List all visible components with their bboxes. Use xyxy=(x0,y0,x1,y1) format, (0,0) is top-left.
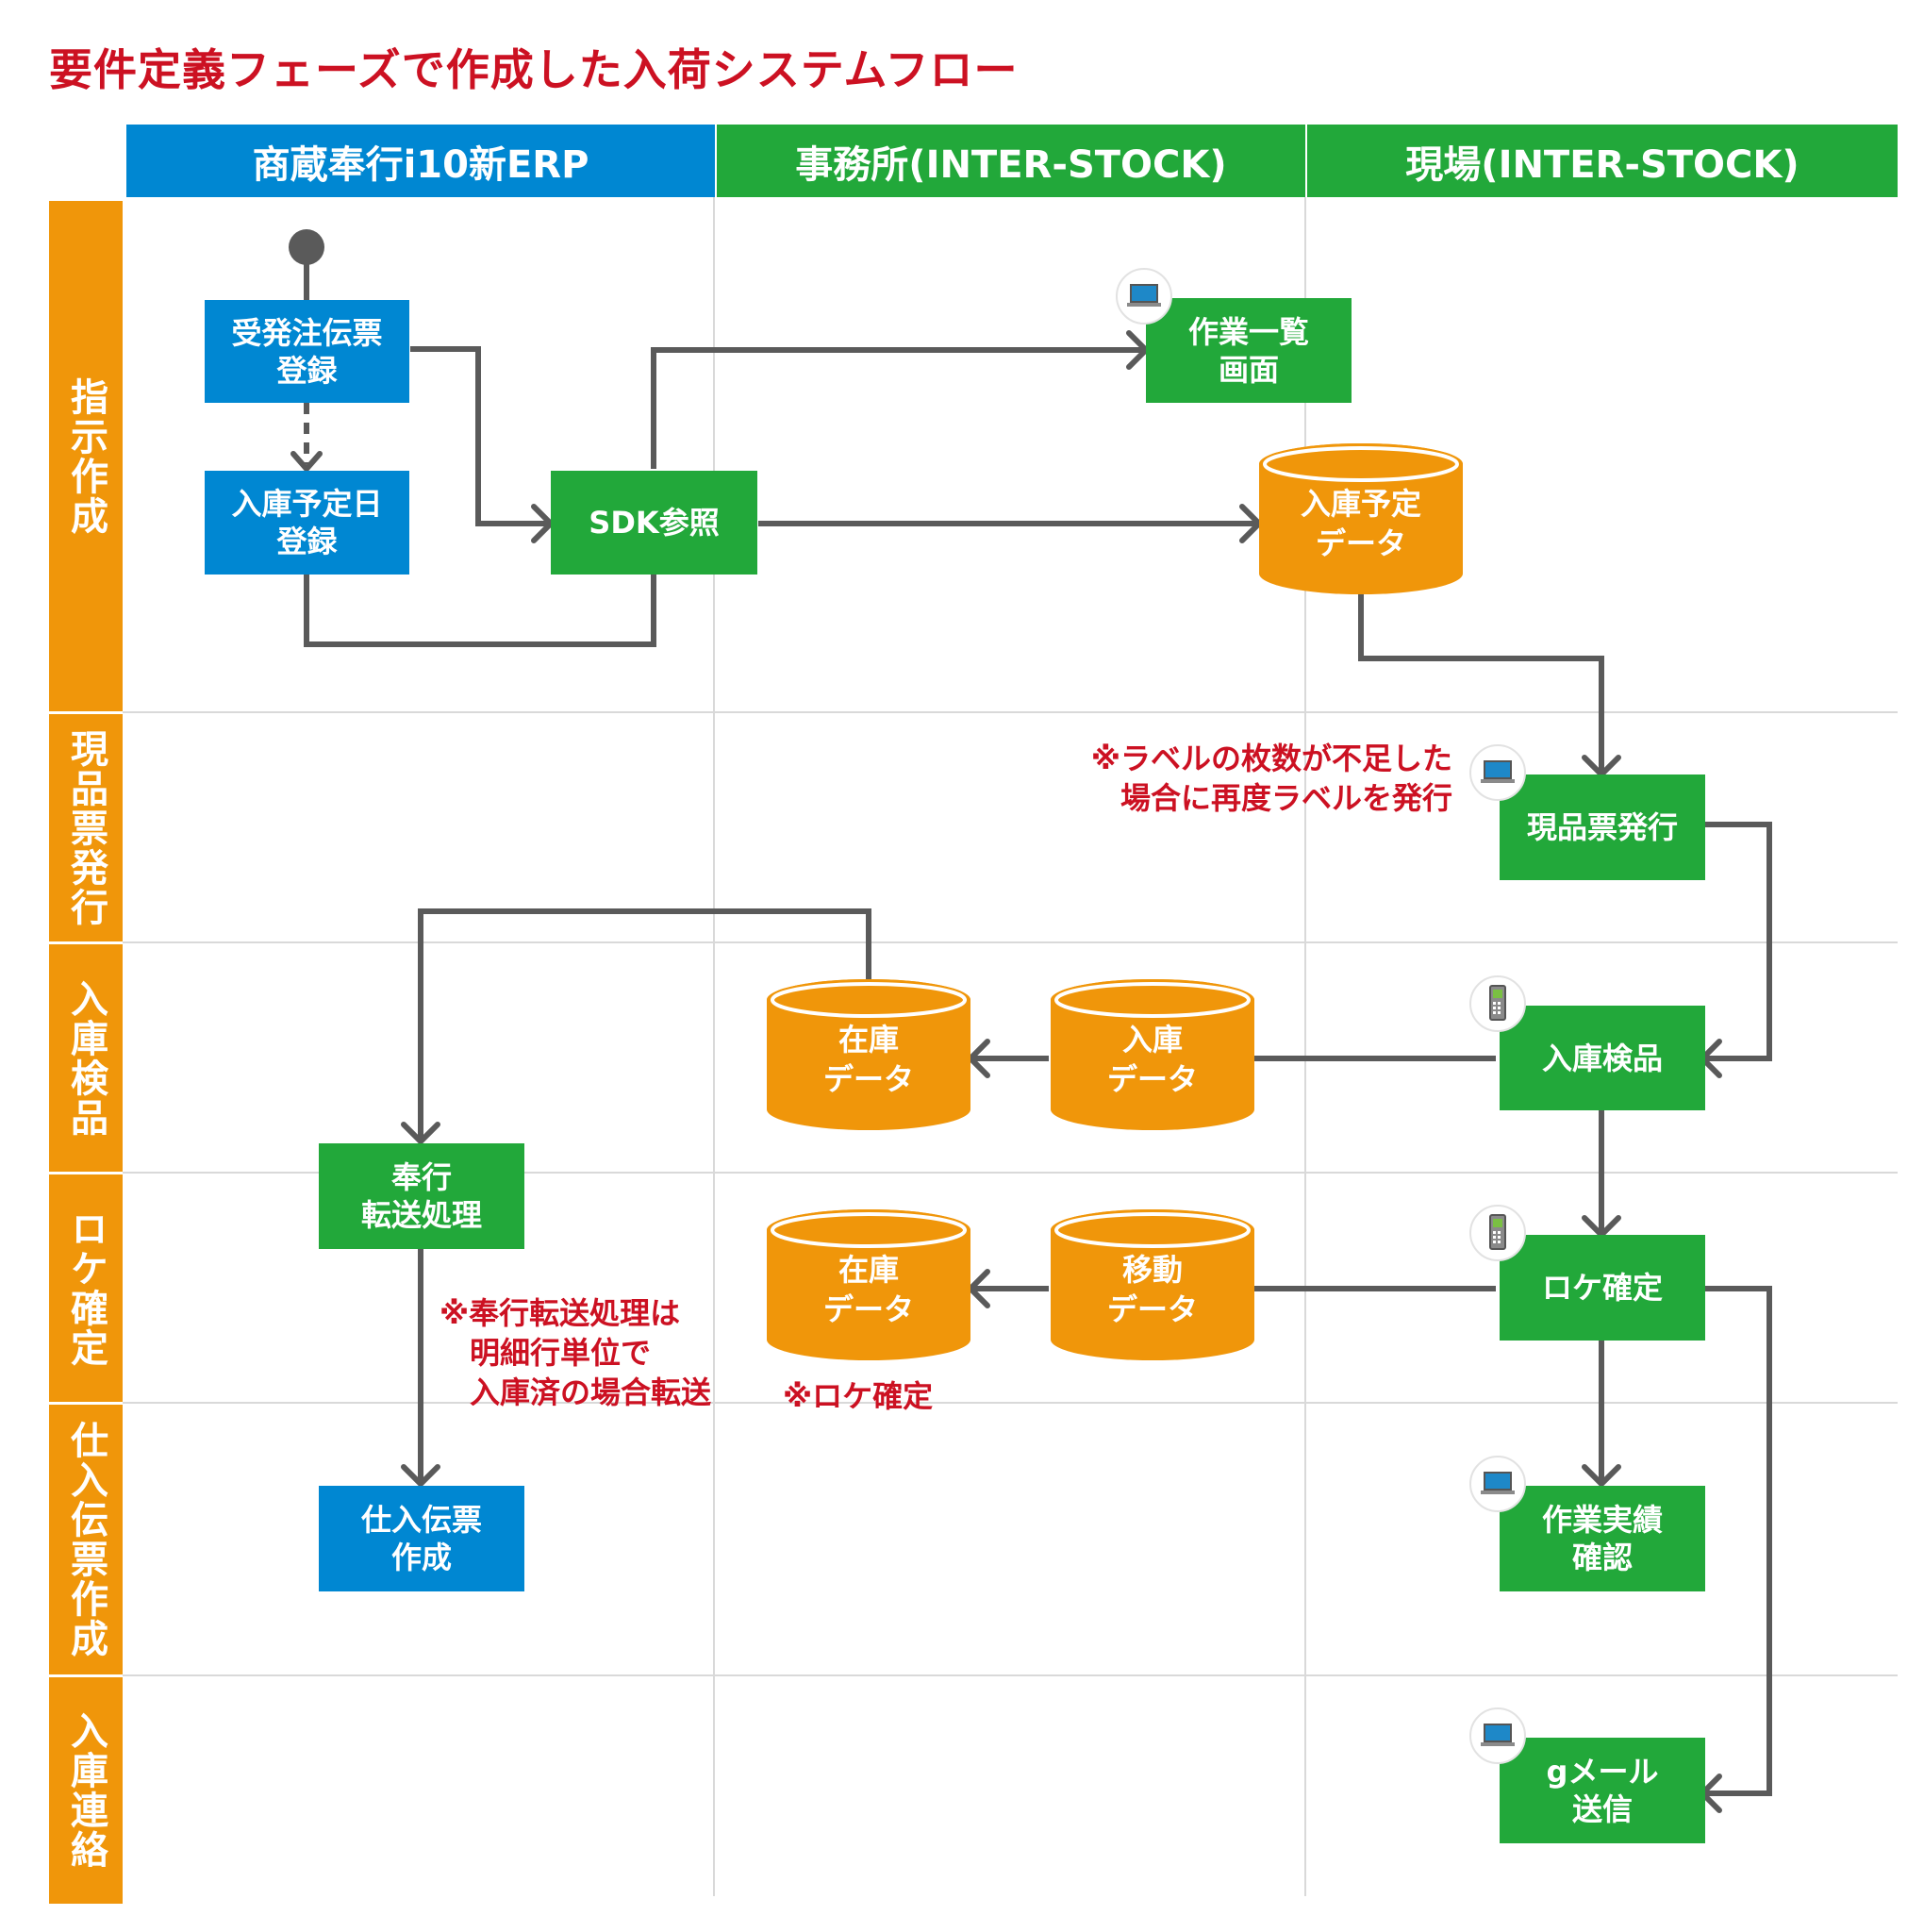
node-label-issue: 現品票発行 xyxy=(1500,774,1705,880)
node-arrival-inspection: 入庫検品 xyxy=(1500,1006,1705,1110)
laptop-icon xyxy=(1469,1456,1526,1512)
node-location-confirm: ロケ確定 xyxy=(1500,1235,1705,1341)
node-bugyo-transfer: 奉行 転送処理 xyxy=(319,1143,524,1249)
laptop-icon xyxy=(1469,744,1526,801)
row-header-inspection: 入庫検品 xyxy=(49,944,123,1172)
connector-sdk-to-worklist xyxy=(651,347,1143,469)
node-sdk-reference: SDK参照 xyxy=(551,471,757,575)
node-work-list-screen: 作業一覧 画面 xyxy=(1146,298,1352,403)
node-purchase-slip: 仕入伝票 作成 xyxy=(319,1486,524,1591)
page-title: 要件定義フェーズで作成した入荷システムフロー xyxy=(49,44,1019,95)
row-header-purchase-slip: 仕入伝票作成 xyxy=(49,1405,123,1674)
connector-inventory-to-transfer xyxy=(418,908,871,1139)
note-label-shortage: ※ラベルの枚数が不足した 場合に再度ラベルを発行 xyxy=(1090,741,1452,816)
column-header-field: 現場(INTER-STOCK) xyxy=(1307,125,1898,197)
node-work-result-check: 作業実績 確認 xyxy=(1500,1486,1705,1591)
connector-arrival-plan-to-label xyxy=(1358,592,1604,772)
data-arrival-label: 入庫 データ xyxy=(1106,1022,1198,1097)
connector-label-to-inspection xyxy=(1703,822,1772,1061)
row-header-label: 仕入伝票作成 xyxy=(64,1421,108,1658)
data-inventory-2-label: 在庫 データ xyxy=(822,1252,914,1327)
laptop-icon xyxy=(1469,1707,1526,1764)
row-header-label: 入庫検品 xyxy=(64,978,108,1138)
data-inventory-1-label: 在庫 データ xyxy=(822,1022,914,1097)
arrowhead-transfer xyxy=(401,1122,440,1144)
note-location: ※ロケ確定 xyxy=(783,1378,934,1414)
row-header-label: 指示作成 xyxy=(64,376,108,536)
data-arrival-plan-label: 入庫予定 データ xyxy=(1300,486,1421,561)
column-header-office: 事務所(INTER-STOCK) xyxy=(717,125,1305,197)
arrowhead-dotted xyxy=(290,451,323,472)
row-header-location: ロケ確定 xyxy=(49,1174,123,1402)
laptop-icon xyxy=(1116,268,1172,325)
row-header-label-issue: 現品票発行 xyxy=(49,714,123,941)
arrowhead-result xyxy=(1582,1464,1621,1487)
connector-location-to-gmail xyxy=(1703,1286,1772,1796)
row-header-arrival-notice: 入庫連絡 xyxy=(49,1677,123,1904)
row-header-label: 現品票発行 xyxy=(64,728,108,927)
node-order-entry: 受発注伝票 登録 xyxy=(205,300,409,403)
note-transfer-condition: ※奉行転送処理は 明細行単位で 入庫済の場合転送 xyxy=(440,1295,712,1410)
row-header-instruction: 指示作成 xyxy=(49,201,123,711)
node-arrival-date-entry: 入庫予定日 登録 xyxy=(205,471,409,575)
row-header-label: ロケ確定 xyxy=(64,1208,108,1368)
node-gmail-send: gメール 送信 xyxy=(1500,1738,1705,1843)
handheld-terminal-icon xyxy=(1469,975,1526,1032)
data-move-label: 移動 データ xyxy=(1106,1252,1198,1327)
column-header-erp: 商蔵奉行i10新ERP xyxy=(126,125,715,197)
connector-order-to-sdk xyxy=(410,346,548,526)
connector-date-to-sdk xyxy=(304,575,656,647)
arrowhead-purchase xyxy=(401,1464,440,1487)
handheld-terminal-icon xyxy=(1469,1205,1526,1261)
row-header-label: 入庫連絡 xyxy=(64,1711,108,1870)
